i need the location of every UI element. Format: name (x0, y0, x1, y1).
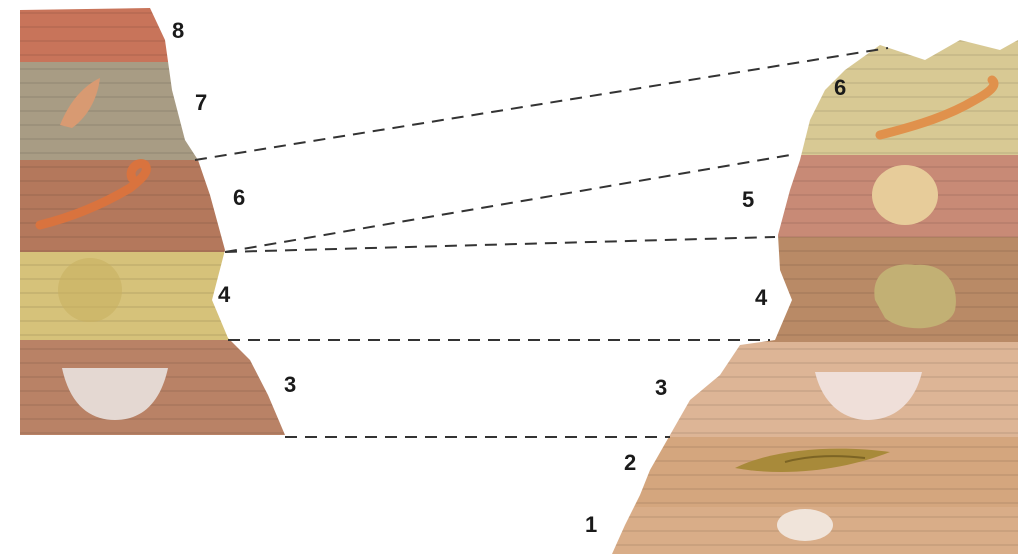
right-label-1: 1 (585, 512, 597, 537)
right-label-4: 4 (755, 285, 768, 310)
small-shell-fossil-icon (777, 509, 833, 541)
right-label-2: 2 (624, 450, 636, 475)
trilobite-fossil-icon (874, 264, 956, 328)
right-label-6: 6 (834, 75, 846, 100)
left-label-7: 7 (195, 90, 207, 115)
right-label-3: 3 (655, 375, 667, 400)
right-rock-column (600, 0, 1018, 554)
left-label-4: 4 (218, 282, 231, 307)
correlation-line-top-of-6 (195, 48, 888, 160)
left-rock-column (0, 0, 320, 440)
left-label-8: 8 (172, 18, 184, 43)
correlation-line-4-to-4 (225, 237, 775, 252)
correlation-line-top-of-4 (225, 155, 790, 252)
shell-fossil-icon (872, 165, 938, 225)
left-label-6: 6 (233, 185, 245, 210)
right-label-5: 5 (742, 187, 754, 212)
shell-fossil-icon (58, 258, 122, 322)
left-label-3: 3 (284, 372, 296, 397)
